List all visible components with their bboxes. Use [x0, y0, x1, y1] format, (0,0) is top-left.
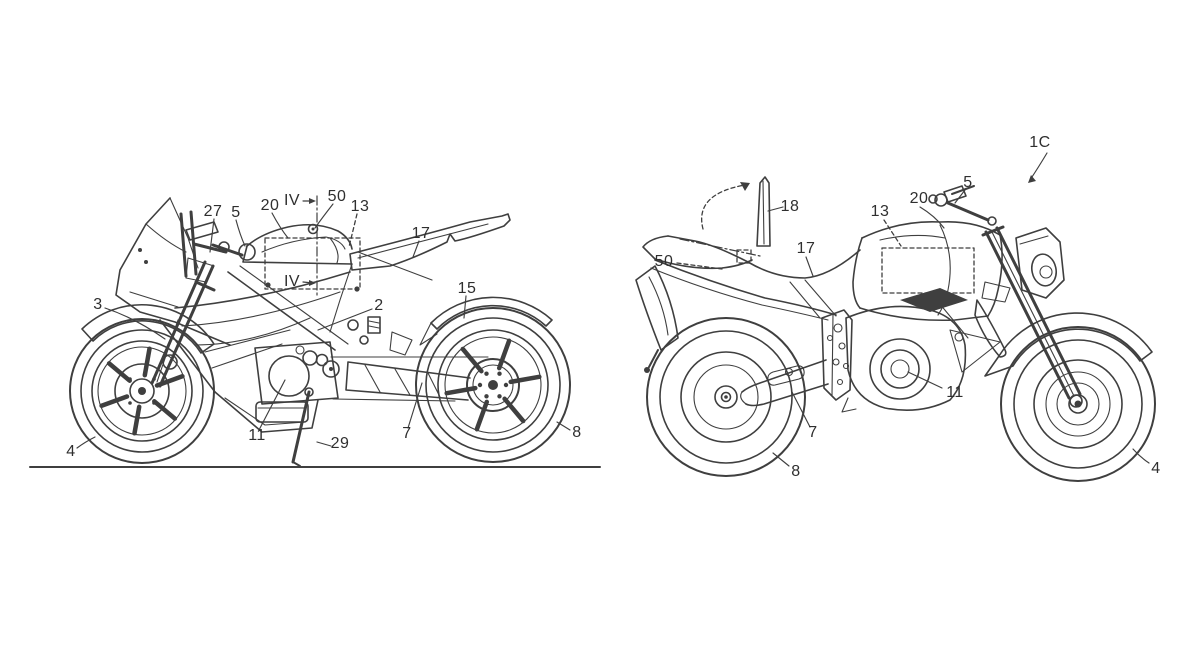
ref-label-left-sport-motorcycle-IV: IV: [283, 192, 301, 209]
ref-label-left-sport-motorcycle-50: 50: [327, 188, 347, 205]
ref-label-left-sport-motorcycle-7: 7: [402, 425, 412, 442]
ref-label-left-sport-motorcycle-27: 27: [203, 203, 223, 220]
left-bike-front-wheel: [69, 318, 215, 464]
right-motorcycle-figure: [635, 152, 1156, 482]
ref-label-left-sport-motorcycle-2: 2: [374, 297, 384, 314]
ref-label-left-sport-motorcycle-17: 17: [411, 225, 431, 242]
ref-label-right-naked-motorcycle-11: 11: [946, 384, 964, 401]
right-bike-rear-wheel: [646, 317, 806, 477]
ref-label-right-naked-motorcycle-7: 7: [808, 424, 818, 441]
ref-label-right-naked-motorcycle-50: 50: [654, 253, 674, 270]
ref-label-left-sport-motorcycle-3: 3: [93, 296, 103, 313]
right-bike-front-fork: [981, 216, 1083, 408]
right-bike-flip-panel: [701, 176, 771, 264]
right-bike-swingarm: [740, 359, 829, 407]
right-bike-front-wheel: [1000, 326, 1156, 482]
ref-label-left-sport-motorcycle-5: 5: [231, 204, 241, 221]
ref-label-right-naked-motorcycle-4: 4: [1151, 460, 1161, 477]
right-bike-rear-fender: [635, 265, 679, 373]
right-bike-motor: [845, 288, 969, 412]
ref-label-left-sport-motorcycle-11: 11: [248, 427, 266, 444]
right-bike-leader-lines: [676, 152, 1150, 467]
left-motorcycle-figure: [29, 195, 601, 468]
ref-label-right-naked-motorcycle-20: 20: [909, 190, 929, 207]
ref-label-right-naked-motorcycle-18: 18: [780, 198, 800, 215]
left-bike-rear-fender: [419, 296, 553, 346]
ref-label-right-naked-motorcycle-17: 17: [796, 240, 816, 257]
left-bike-side-fairing: [159, 271, 351, 433]
left-bike-kickstand: [291, 387, 314, 467]
left-bike-exhaust: [255, 401, 309, 423]
ref-label-left-sport-motorcycle-29: 29: [330, 435, 350, 452]
right-bike-headlight: [1015, 227, 1065, 299]
ref-label-right-naked-motorcycle-1C: 1C: [1029, 134, 1051, 151]
left-bike-cockpit-cluster: [179, 210, 256, 292]
ref-label-right-naked-motorcycle-8: 8: [791, 463, 801, 480]
ref-label-right-naked-motorcycle-5: 5: [963, 174, 973, 191]
ref-label-left-sport-motorcycle-8: 8: [572, 424, 582, 441]
right-bike-seat-and-tail: [642, 235, 861, 321]
right-bike-front-fender: [984, 312, 1153, 377]
ref-label-left-sport-motorcycle-20: 20: [260, 197, 280, 214]
left-bike-fuel-tank: [242, 223, 353, 265]
left-bike-engine: [254, 341, 340, 405]
ref-label-left-sport-motorcycle-13: 13: [350, 198, 370, 215]
left-bike-tail-cowl: [349, 213, 511, 281]
left-bike-leader-lines: [76, 203, 571, 449]
ref-label-right-naked-motorcycle-13: 13: [870, 203, 890, 220]
right-bike-handlebar: [928, 185, 990, 222]
left-bike-rear-wheel: [415, 307, 571, 463]
ref-label-left-sport-motorcycle-4: 4: [66, 443, 76, 460]
left-bike-frame-and-shock: [227, 263, 413, 356]
ref-label-left-sport-motorcycle-15: 15: [457, 280, 477, 297]
left-bike-battery-box-dashed: [264, 237, 361, 292]
right-bike-shrouds: [949, 281, 1011, 373]
right-bike-fuel-tank: [852, 220, 1003, 322]
ref-label-left-sport-motorcycle-IV: IV: [283, 273, 301, 290]
